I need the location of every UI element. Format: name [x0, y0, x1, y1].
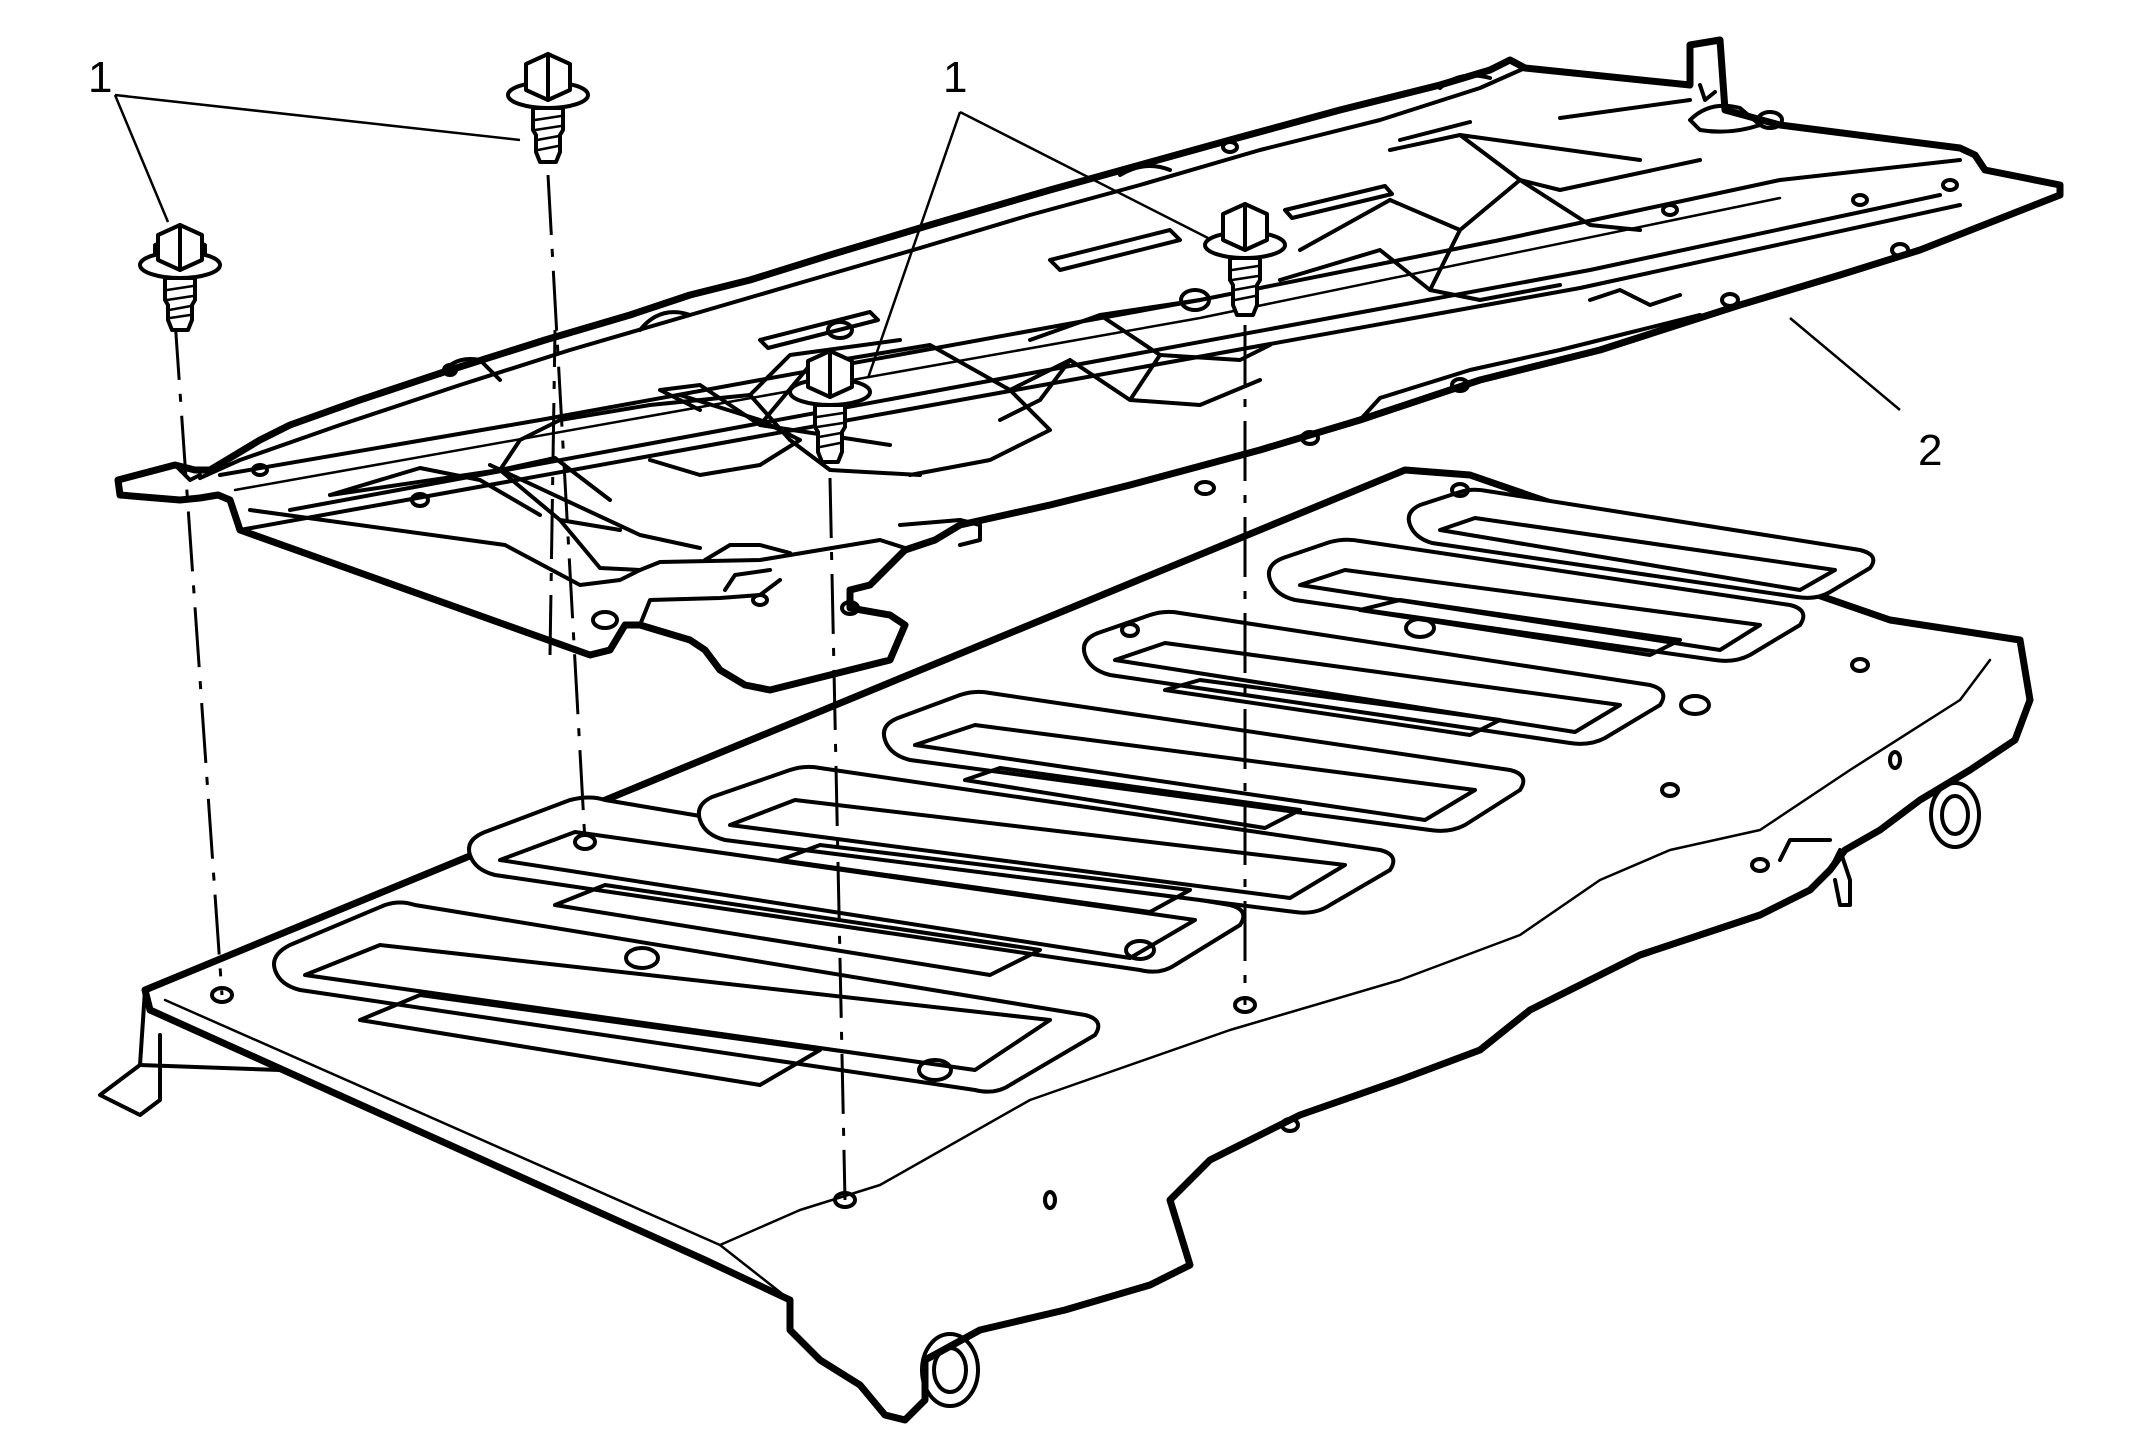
bolt-center: [788, 349, 872, 464]
alignment-lines: [173, 174, 1247, 1201]
underbody-shield: [114, 36, 2064, 694]
bolt-right: [1203, 202, 1287, 317]
callout-label-shield: 2: [1918, 426, 1942, 475]
bolt-top: [506, 52, 590, 164]
bolt-left: [138, 223, 222, 332]
callout-label-fastener-center: 1: [943, 53, 967, 102]
floor-panel: [98, 466, 2034, 1424]
callout-label-fastener-left: 1: [88, 53, 112, 102]
leader-lines: [113, 93, 1901, 411]
